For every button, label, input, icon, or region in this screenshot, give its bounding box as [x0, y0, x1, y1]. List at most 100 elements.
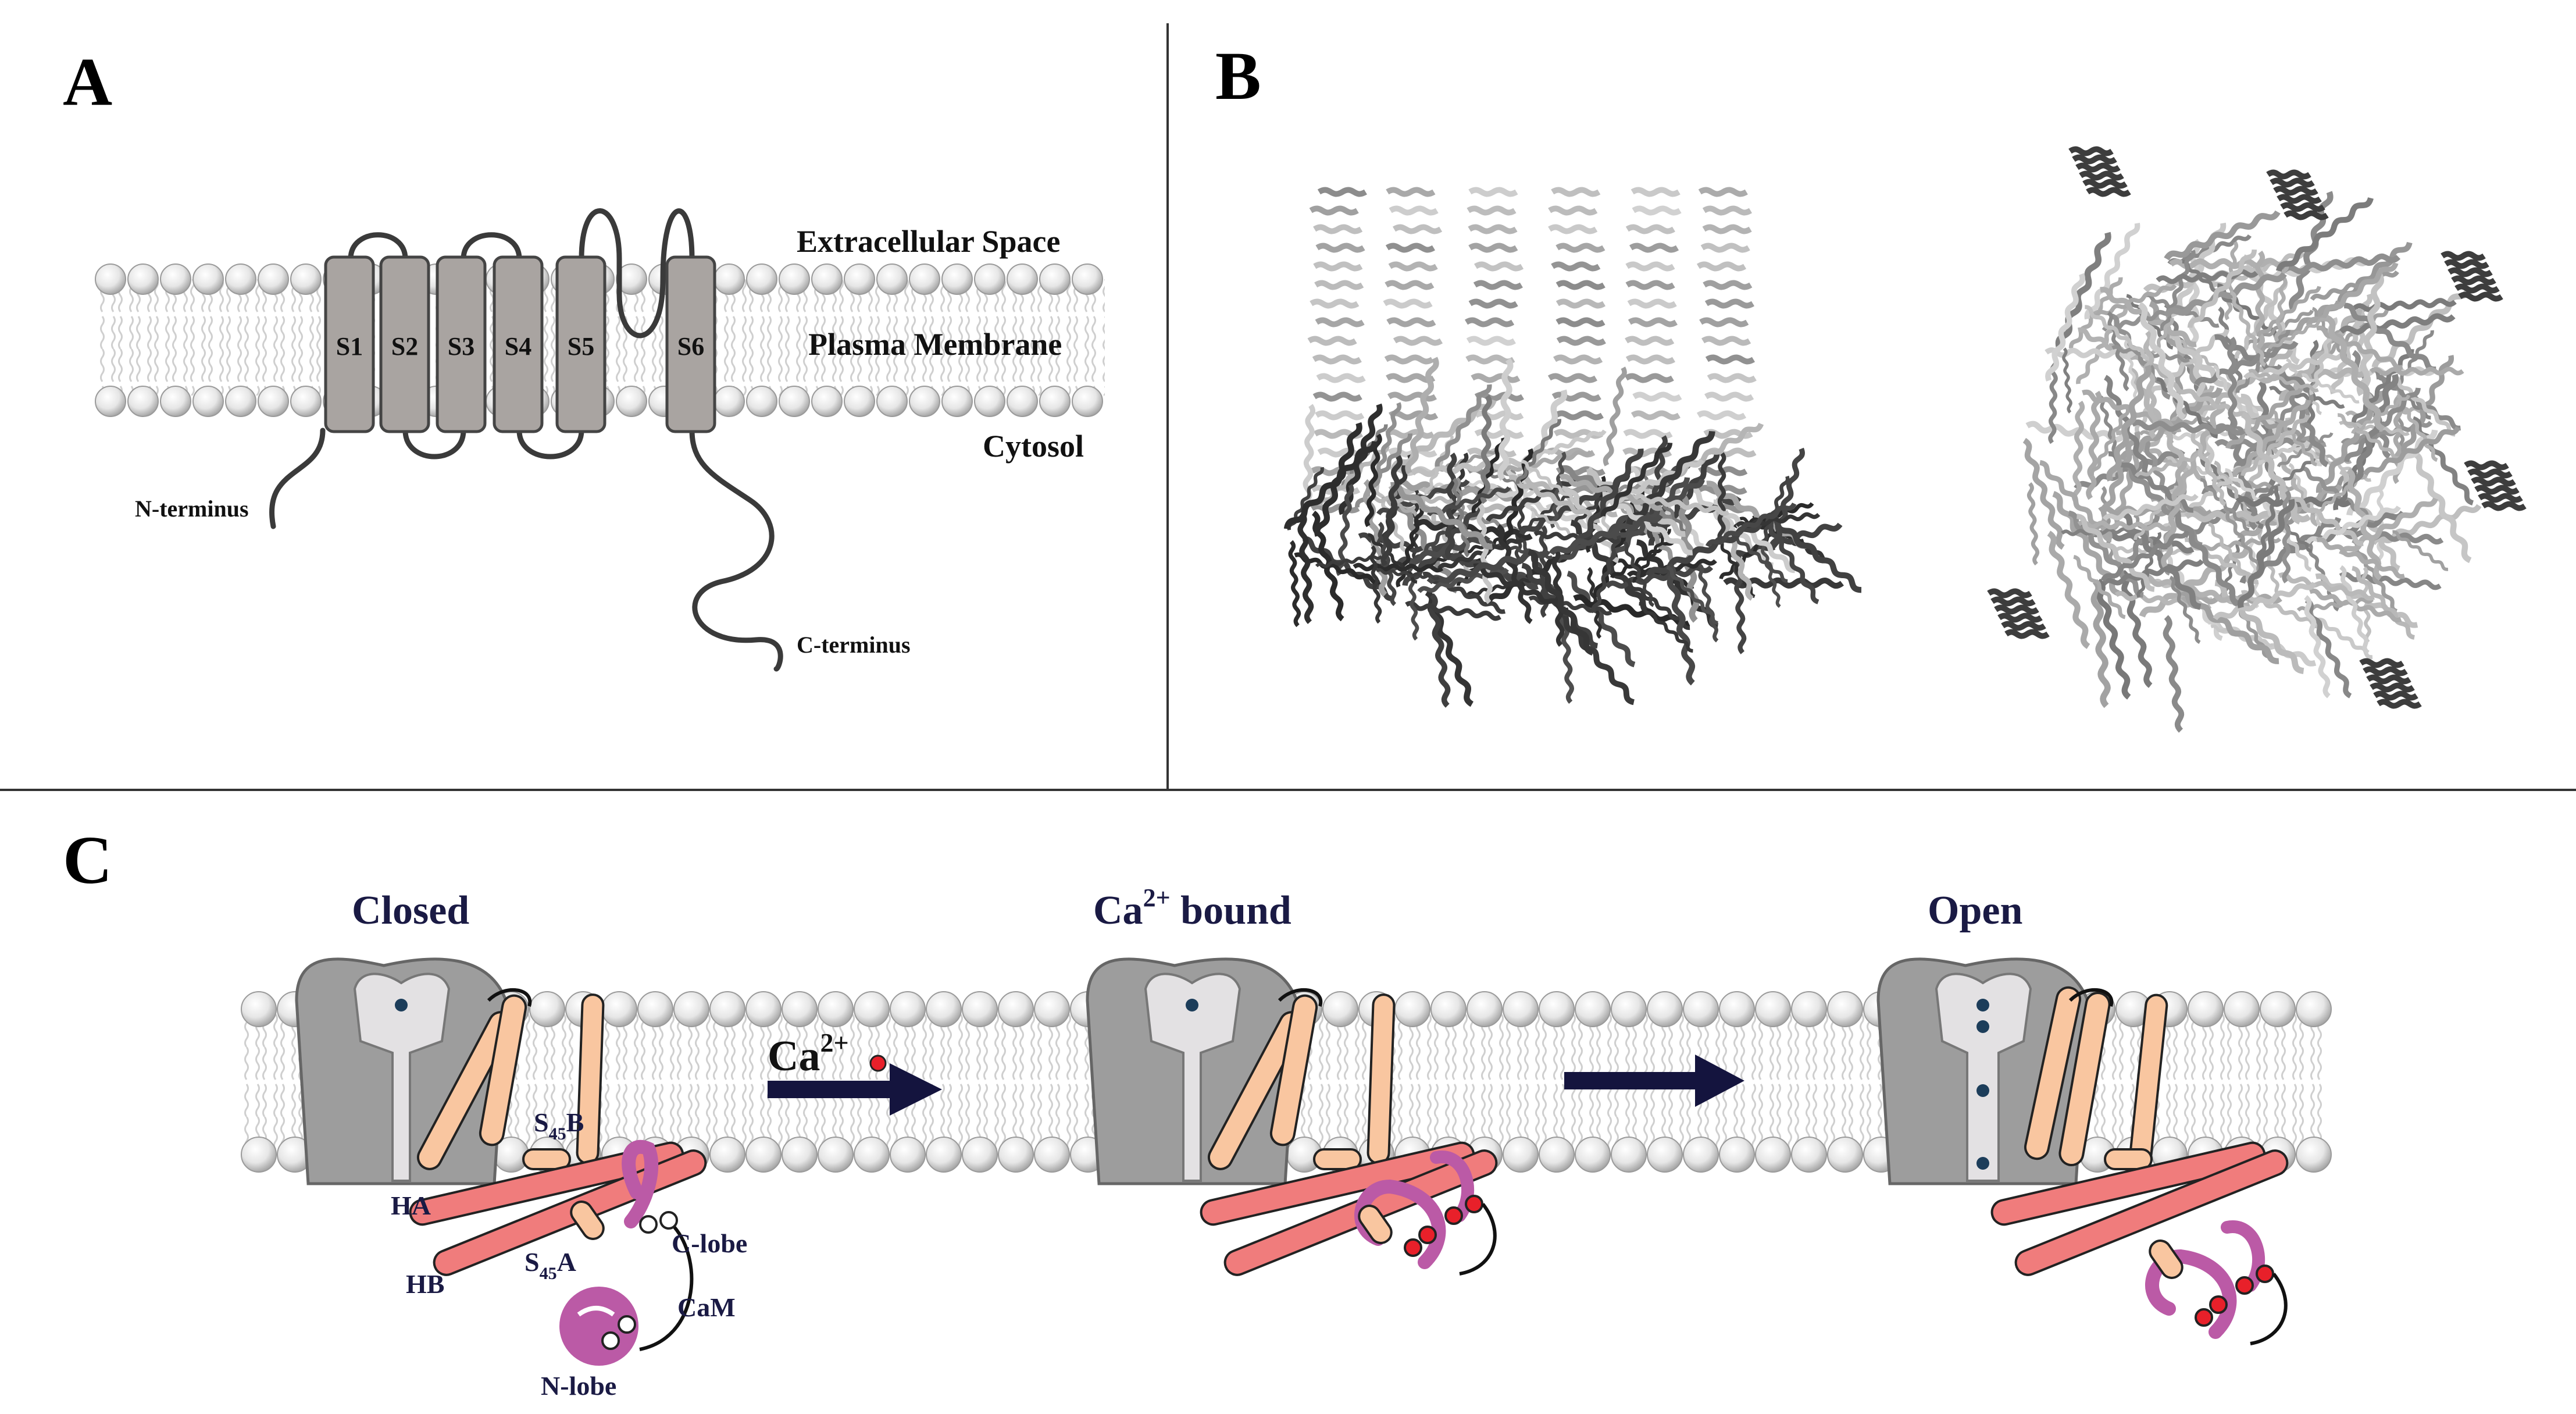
lipid-head	[1034, 1137, 1070, 1173]
helix-ribbon	[1707, 373, 1757, 383]
helix-ribbon	[1627, 298, 1677, 309]
helix-ribbon	[1555, 280, 1605, 290]
helix-ribbon	[2441, 251, 2486, 261]
cam-n-lobe-highlight	[577, 1306, 615, 1317]
lipid-head	[1039, 386, 1071, 417]
transmembrane-segment	[436, 255, 487, 433]
lipid-head	[998, 991, 1034, 1027]
empty-site	[659, 1211, 678, 1230]
segment-label: S3	[448, 332, 474, 361]
helix-ribbon	[2164, 617, 2183, 731]
helix-ribbon	[1625, 354, 1676, 365]
helix-ribbon	[1313, 224, 1363, 234]
lipid-head	[290, 263, 322, 295]
helix-ribbon	[1624, 373, 1674, 383]
lipid-head	[709, 1137, 745, 1173]
lipid-head	[779, 386, 810, 417]
helix-ribbon	[2363, 666, 2408, 676]
label-s45a: S45A	[525, 1247, 576, 1283]
label-cam: CaM	[677, 1292, 736, 1322]
helix-ribbon	[1625, 336, 1675, 346]
panel-a-letter: A	[63, 44, 112, 120]
helix-ribbon	[2277, 194, 2322, 204]
lipid-head	[974, 263, 1005, 295]
helix-ribbon	[1467, 205, 1517, 216]
helix-ribbon	[2072, 154, 2117, 165]
pore-inner	[1144, 973, 1241, 1182]
lipid-head	[1539, 991, 1575, 1027]
helix-ribbon	[1703, 280, 1753, 290]
lipid-head	[811, 263, 843, 295]
channel-closed-state	[295, 957, 707, 1366]
helix-ribbon	[1392, 224, 1443, 234]
helix-ribbon	[2079, 170, 2124, 181]
helix-ribbon	[2451, 275, 2496, 286]
helix-ribbon	[1699, 317, 1749, 327]
ion-dot	[1976, 1020, 1989, 1033]
cam-c-lobe	[622, 1139, 659, 1228]
helix-ribbon	[2370, 682, 2415, 693]
label-c-lobe: C-lobe	[672, 1228, 747, 1258]
lipid-head	[709, 991, 745, 1027]
segment-label: S5	[568, 332, 594, 361]
lipid-head	[1034, 991, 1070, 1027]
helix-ribbon	[1554, 410, 1604, 421]
helix-ribbon	[2478, 493, 2523, 503]
lipid-head	[290, 386, 322, 417]
lipid-head	[1430, 991, 1467, 1027]
helix-ribbon	[1719, 454, 1724, 541]
lipid-head	[1007, 386, 1038, 417]
helix-ribbon	[1386, 187, 1436, 197]
ha-helix	[1200, 1141, 1475, 1226]
helix-ribbon	[2366, 674, 2411, 685]
lipid-head	[258, 386, 289, 417]
state-open-title: Open	[1928, 888, 2022, 933]
empty-site	[639, 1215, 658, 1234]
helix-ribbon	[1551, 187, 1601, 197]
voltage-sensor-helix	[576, 993, 605, 1164]
helix-ribbon	[1315, 243, 1365, 253]
label-hb: HB	[406, 1269, 444, 1299]
helix-ribbon	[1393, 336, 1443, 346]
label-cytosol: Cytosol	[983, 429, 1084, 464]
helix-ribbon	[1464, 317, 1515, 327]
helix-ribbon	[1994, 604, 2039, 615]
segment-label: S6	[677, 332, 704, 361]
helix-ribbon	[1387, 391, 1437, 402]
lipid-head	[1683, 1137, 1719, 1173]
lipid-head	[1683, 991, 1719, 1027]
helix-ribbon	[1630, 187, 1681, 197]
panel-b-letter: B	[1215, 38, 1261, 114]
lipid-head	[746, 263, 777, 295]
lipid-head	[1647, 1137, 1683, 1173]
arrow-closed-to-bound	[768, 1063, 942, 1116]
helix-ribbon	[1389, 205, 1439, 216]
segment-label: S4	[505, 332, 531, 361]
voltage-sensor-helix	[479, 994, 527, 1146]
helix-ribbon	[1702, 224, 1752, 234]
helix-ribbon	[1307, 336, 1357, 346]
voltage-sensor-helix	[2024, 986, 2082, 1160]
lipid-head	[876, 386, 908, 417]
ion-dot	[1976, 999, 1989, 1011]
lipid-head	[746, 386, 777, 417]
helix-ribbon	[1623, 429, 1673, 439]
arrow-bound-to-open	[1564, 1055, 1744, 1107]
lipid-head	[1755, 1137, 1791, 1173]
lipid-head	[1719, 991, 1755, 1027]
helix-ribbon	[1628, 317, 1678, 327]
helix-ribbon	[2086, 187, 2131, 197]
lipid-head	[2296, 991, 2332, 1027]
helix-ribbon	[1483, 396, 1490, 503]
lipid-head	[616, 386, 647, 417]
cam-n-lobe	[559, 1287, 638, 1366]
helix-ribbon	[1632, 205, 1682, 216]
helix-ribbon	[2075, 162, 2121, 173]
helix-ribbon	[1354, 565, 1442, 570]
helix-ribbon	[2454, 283, 2500, 294]
helix-ribbon	[1630, 410, 1681, 421]
helix-ribbon	[1997, 612, 2043, 623]
lipid-head	[1611, 1137, 1647, 1173]
helix-ribbon	[2270, 177, 2315, 188]
